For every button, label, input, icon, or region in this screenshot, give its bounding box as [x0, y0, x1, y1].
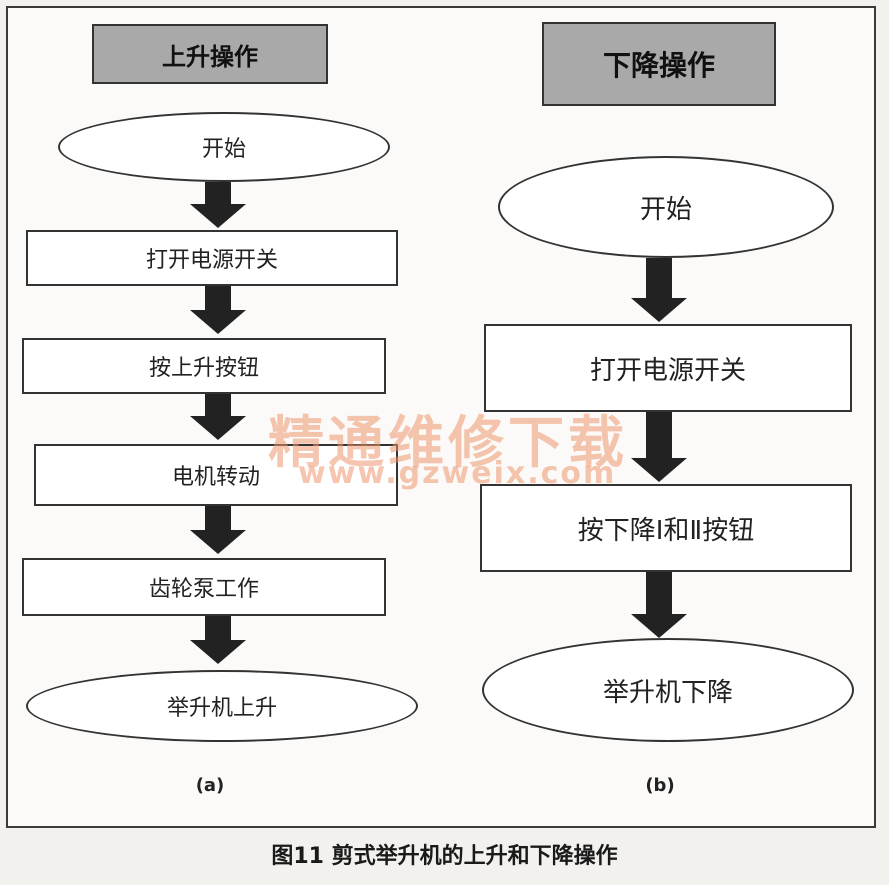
left-arrow-3-head	[190, 416, 246, 440]
right-end-oval: 举升机下降	[482, 638, 854, 742]
left-arrow-4-shaft	[205, 506, 231, 530]
right-arrow-2-head	[631, 458, 687, 482]
left-arrow-3-shaft	[205, 394, 231, 416]
left-arrow-2-shaft	[205, 286, 231, 310]
left-step-1: 打开电源开关	[26, 230, 398, 286]
left-sublabel: (a)	[195, 775, 225, 796]
watermark-text: 精通维修下载	[268, 411, 628, 476]
right-arrow-2-shaft	[646, 412, 672, 458]
right-step-1: 打开电源开关	[484, 324, 852, 412]
left-step-4: 齿轮泵工作	[22, 558, 386, 616]
left-arrow-5-shaft	[205, 616, 231, 640]
left-arrow-4-head	[190, 530, 246, 554]
right-header: 下降操作	[542, 22, 776, 106]
left-arrow-1-head	[190, 204, 246, 228]
right-step-2: 按下降Ⅰ和Ⅱ按钮	[480, 484, 852, 572]
left-end-oval: 举升机上升	[26, 670, 418, 742]
left-start-oval: 开始	[58, 112, 390, 182]
right-arrow-1-head	[631, 298, 687, 322]
left-arrow-5-head	[190, 640, 246, 664]
right-arrow-1-shaft	[646, 258, 672, 298]
right-arrow-3-shaft	[646, 572, 672, 614]
left-step-3: 电机转动	[34, 444, 398, 506]
right-arrow-3-head	[631, 614, 687, 638]
left-header: 上升操作	[92, 24, 328, 84]
watermark-url: www.gzweix.com	[298, 456, 617, 491]
right-start-oval: 开始	[498, 156, 834, 258]
left-arrow-2-head	[190, 310, 246, 334]
left-step-2: 按上升按钮	[22, 338, 386, 394]
left-arrow-1-shaft	[205, 182, 231, 204]
figure-caption: 图11 剪式举升机的上升和下降操作	[271, 844, 618, 869]
right-sublabel: (b)	[645, 775, 675, 796]
